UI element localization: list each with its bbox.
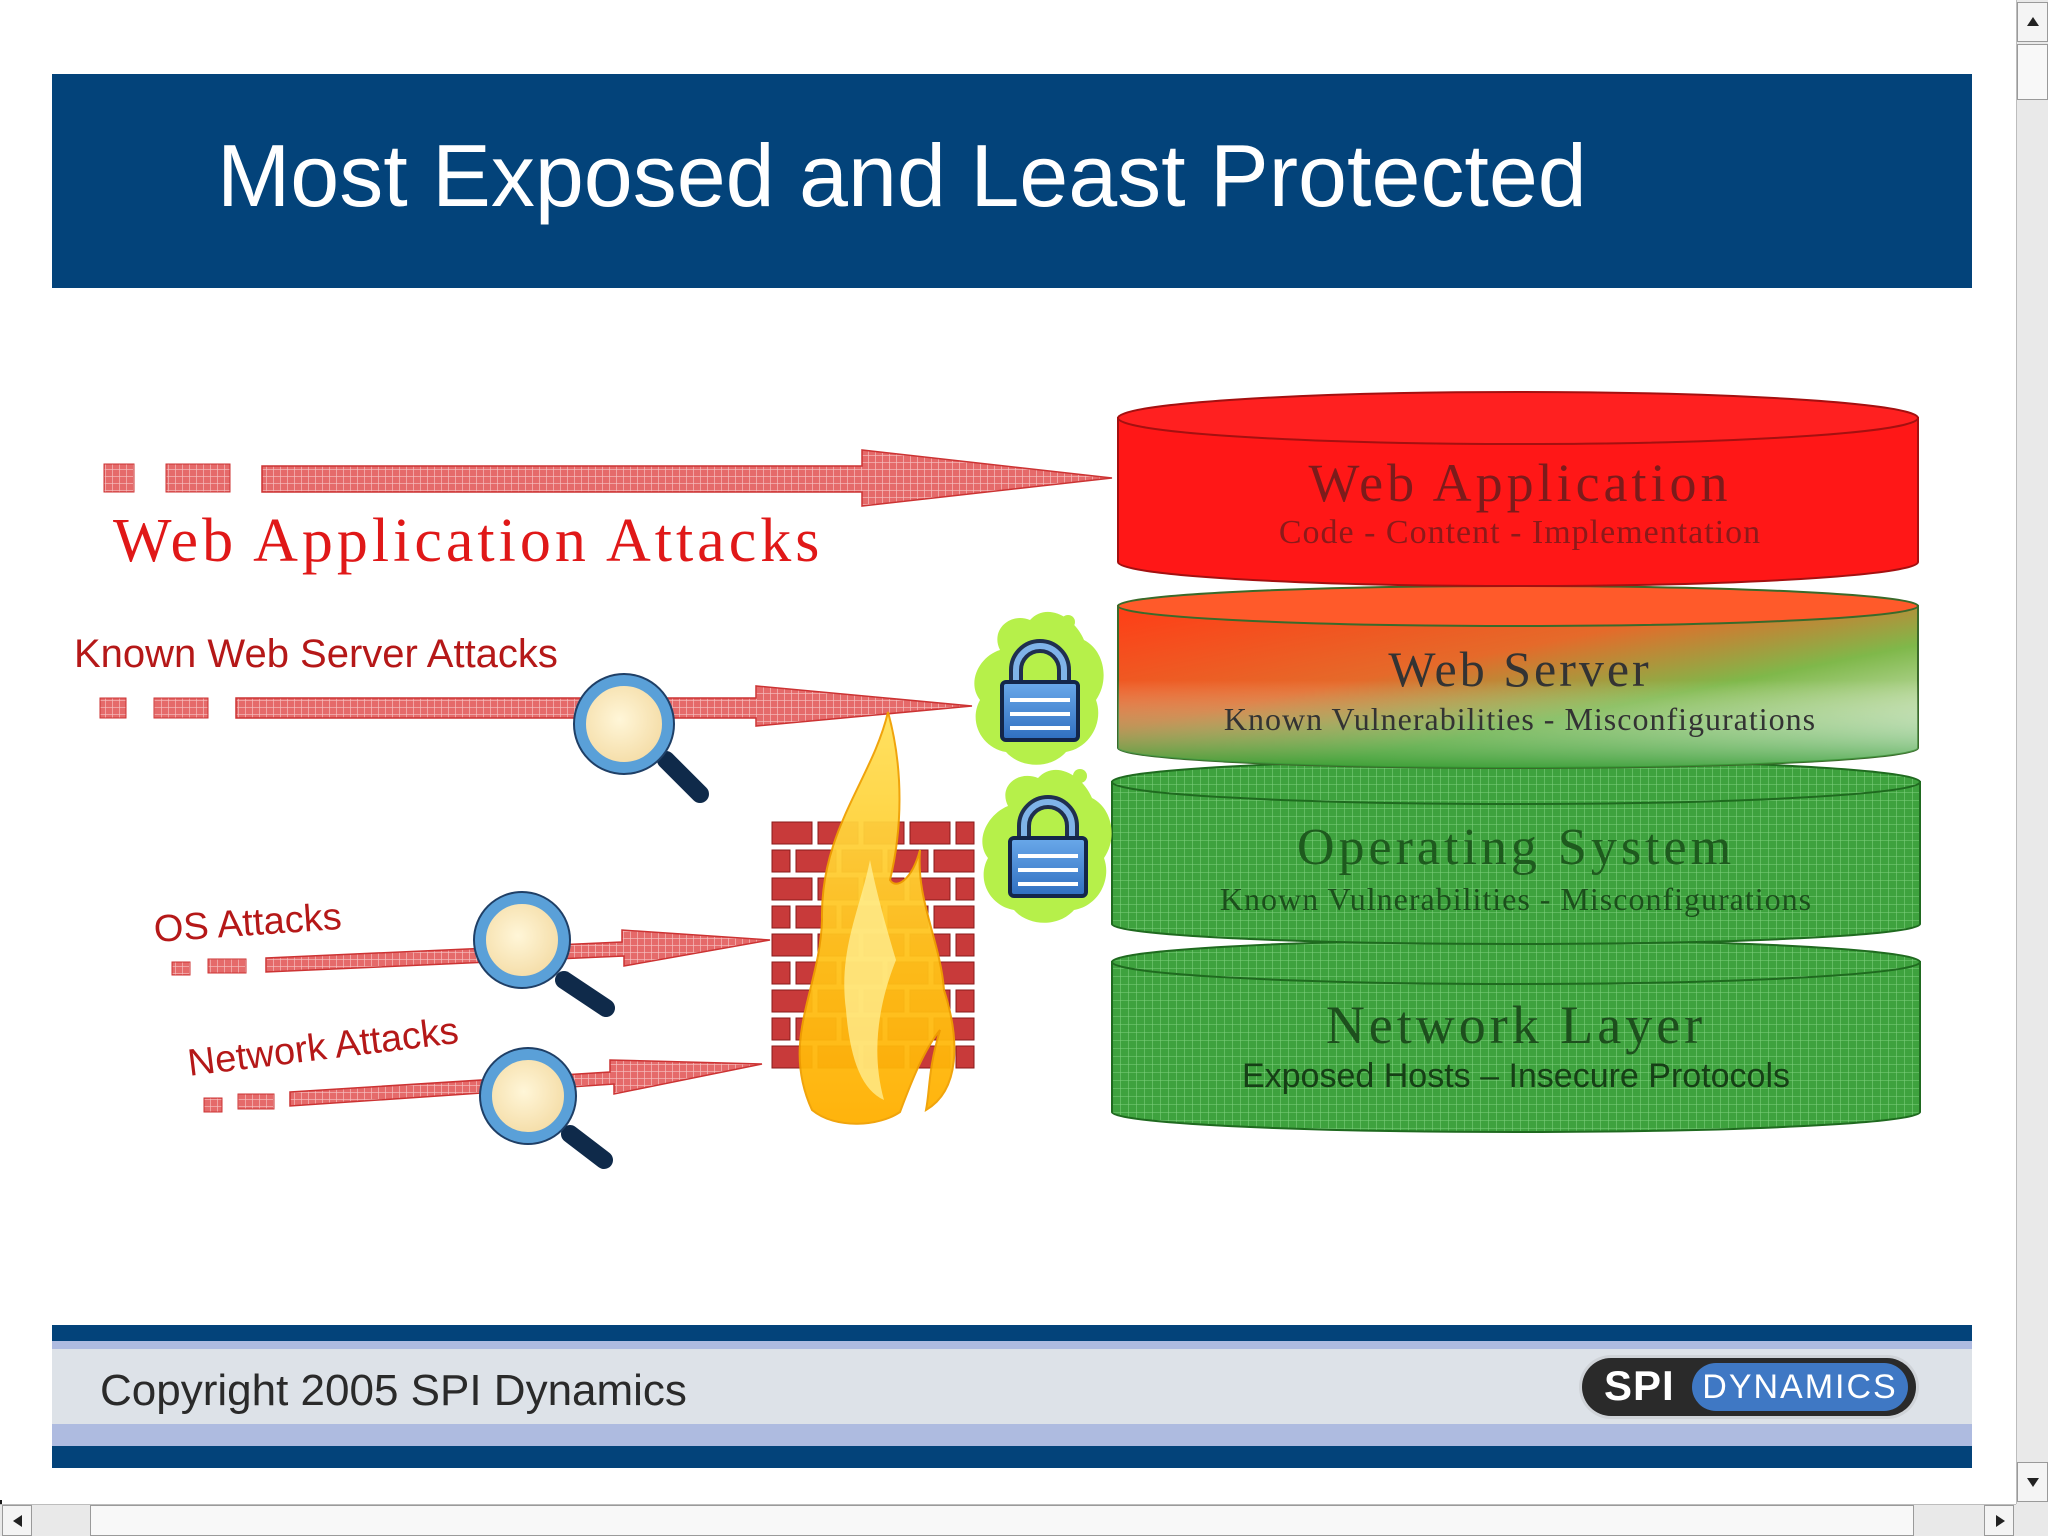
footer-band-light (52, 1341, 1972, 1349)
logo-dynamics-text: DYNAMICS (1692, 1363, 1908, 1411)
footer-band-bottom (52, 1446, 1972, 1468)
logo-spi-text: SPI (1604, 1362, 1675, 1409)
scroll-down-button[interactable] (2017, 1462, 2048, 1502)
arrow-down-icon (2027, 1478, 2039, 1487)
magnifier-icon (473, 891, 615, 1017)
horizontal-scroll-thumb[interactable] (90, 1505, 1914, 1536)
layer-title-network-layer: Network Layer (1325, 995, 1707, 1055)
footer-band-top (52, 1325, 1972, 1341)
magnifier-icon (479, 1047, 613, 1169)
web-application-attacks-label: Web Application Attacks (113, 507, 824, 575)
operating-system-cylinder (1111, 759, 1921, 945)
vertical-scrollbar[interactable] (2016, 0, 2048, 1504)
spi-dynamics-logo: SPI DYNAMICS (1582, 1358, 1916, 1416)
scrollbar-corner (2016, 1504, 2048, 1536)
footer-band-light (52, 1424, 1972, 1446)
layer-subtitle-network-layer: Exposed Hosts – Insecure Protocols (1241, 1057, 1791, 1095)
layer-subtitle-web-application: Code - Content - Implementation (1278, 514, 1762, 551)
padlock-icon (982, 769, 1112, 923)
vertical-scroll-thumb[interactable] (2017, 44, 2048, 100)
arrow-up-icon (2027, 17, 2039, 26)
flame-icon (798, 711, 956, 1125)
layer-subtitle-operating-system: Known Vulnerabilities - Misconfiguration… (1219, 881, 1813, 917)
web-application-cylinder (1117, 391, 1919, 587)
scroll-right-button[interactable] (1984, 1505, 2014, 1536)
copyright-text: Copyright 2005 SPI Dynamics (100, 1366, 687, 1415)
known-web-server-attacks-label: Known Web Server Attacks (74, 632, 558, 676)
padlock-icon (974, 611, 1104, 765)
magnifier-icon (573, 673, 709, 803)
web-server-attack-arrow (99, 685, 973, 727)
arrow-left-icon (13, 1515, 22, 1527)
scroll-up-button[interactable] (2017, 2, 2048, 42)
layer-subtitle-web-server: Known Vulnerabilities - Misconfiguration… (1223, 701, 1817, 737)
slide: Most Exposed and Least Protected (52, 74, 1972, 1468)
security-layers-diagram (99, 391, 1921, 1169)
layer-title-web-application: Web Application (1308, 453, 1732, 513)
page-title: Most Exposed and Least Protected (217, 126, 1587, 225)
web-server-cylinder (1117, 585, 1919, 769)
layer-title-operating-system: Operating System (1296, 819, 1736, 876)
arrow-right-icon (1996, 1515, 2005, 1527)
layer-title-web-server: Web Server (1388, 641, 1652, 697)
title-bar: Most Exposed and Least Protected (52, 74, 1972, 288)
scroll-left-button[interactable] (2, 1505, 32, 1536)
web-app-attack-arrow (103, 449, 1113, 507)
horizontal-scrollbar[interactable] (0, 1504, 2016, 1536)
